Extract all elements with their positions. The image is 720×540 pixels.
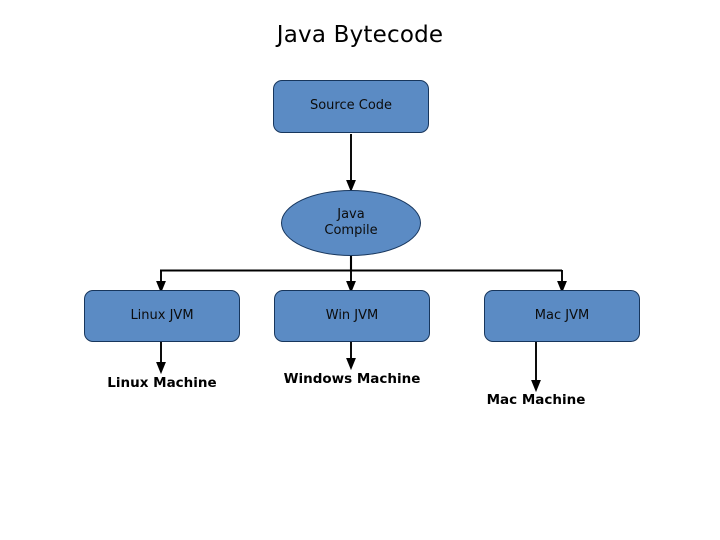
node-java-compile-line2: Compile xyxy=(324,223,378,238)
label-linux-machine: Linux Machine xyxy=(81,372,243,394)
node-win-jvm-label: Win JVM xyxy=(325,307,379,323)
node-mac-jvm-label: Mac JVM xyxy=(534,307,590,323)
node-java-compile-label: Java Compile xyxy=(324,207,377,240)
node-java-compile-line1: Java xyxy=(337,206,365,222)
node-mac-jvm[interactable]: Mac JVM xyxy=(484,290,640,342)
node-win-jvm[interactable]: Win JVM xyxy=(274,290,430,342)
label-mac-machine-text: Mac Machine xyxy=(486,392,586,408)
node-source-code[interactable]: Source Code xyxy=(273,80,429,133)
node-java-compile[interactable]: Java Compile xyxy=(281,190,421,256)
node-source-code-label: Source Code xyxy=(309,98,393,114)
page-title: Java Bytecode xyxy=(276,22,444,48)
label-mac-machine: Mac Machine xyxy=(455,389,617,411)
label-windows-machine: Windows Machine xyxy=(263,368,441,390)
node-linux-jvm-label: Linux JVM xyxy=(130,307,194,323)
node-linux-jvm[interactable]: Linux JVM xyxy=(84,290,240,342)
label-linux-machine-text: Linux Machine xyxy=(107,375,217,391)
label-windows-machine-text: Windows Machine xyxy=(283,371,421,387)
